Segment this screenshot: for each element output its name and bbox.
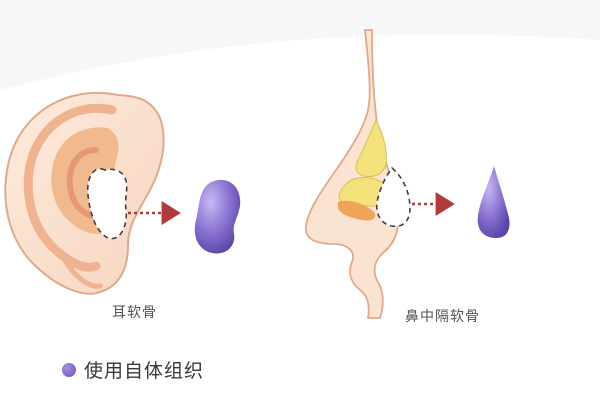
ear-cartilage-graft bbox=[194, 179, 241, 254]
ear-cartilage-harvest-area bbox=[86, 168, 128, 240]
purple-dot-icon bbox=[62, 362, 76, 377]
nasal-bone bbox=[355, 118, 387, 177]
background-swoosh bbox=[0, 0, 600, 90]
septal-cartilage-label: 鼻中隔软骨 bbox=[405, 309, 480, 325]
septal-cartilage-graft bbox=[477, 166, 510, 238]
ear-helix bbox=[23, 103, 117, 272]
nose-illustration bbox=[305, 29, 411, 319]
caption: 使用自体组织 bbox=[62, 356, 204, 383]
ear-illustration bbox=[4, 91, 165, 295]
ear-cartilage-label: 耳软骨 bbox=[112, 305, 157, 321]
septal-cartilage-harvest-area bbox=[376, 166, 411, 228]
alar-cartilage bbox=[338, 200, 376, 221]
face-profile bbox=[305, 29, 400, 319]
ear-antihelix bbox=[66, 147, 103, 220]
caption-text: 使用自体组织 bbox=[84, 360, 205, 382]
